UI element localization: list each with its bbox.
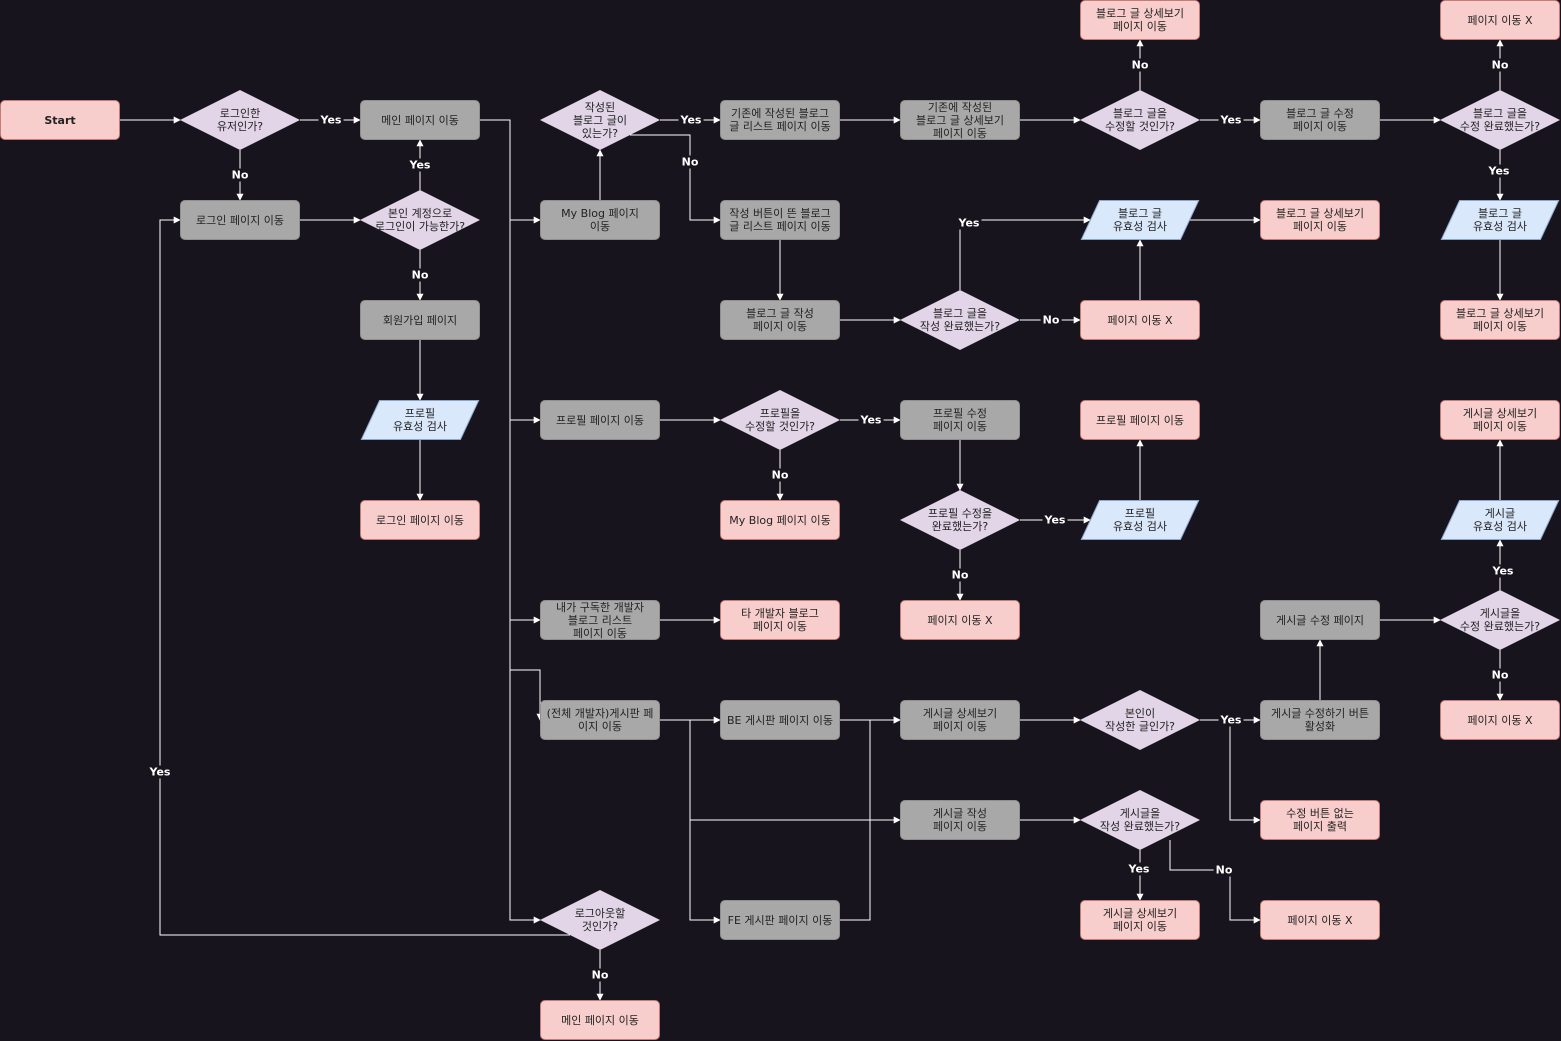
board-detail-written-node: 게시글 상세보기 페이지 이동 (1080, 900, 1200, 940)
decision-has-posts: 작성된 블로그 글이 있는가? (540, 90, 660, 150)
write-page-node: 블로그 글 작성 페이지 이동 (720, 300, 840, 340)
board-write-page-node: 게시글 작성 페이지 이동 (900, 800, 1020, 840)
edge (159, 216, 570, 936)
main-page-end-node: 메인 페이지 이동 (540, 1000, 660, 1040)
edge-label-no: No (589, 968, 611, 982)
io-profile-check-2: 프로필 유효성 검사 (1090, 500, 1190, 540)
login-page-node: 로그인 페이지 이동 (180, 200, 300, 240)
edge (959, 216, 1091, 290)
edge-label-yes: Yes (1218, 113, 1244, 127)
edge-label-yes: Yes (407, 158, 433, 172)
no-move-mid-node: 페이지 이동 X (1080, 300, 1200, 340)
edge-label-no: No (1489, 58, 1511, 72)
profile-page-node: 프로필 페이지 이동 (540, 400, 660, 440)
decision-edit-done: 블로그 글을 수정 완료했는가? (1440, 90, 1560, 150)
decision-will-edit-profile: 프로필을 수정할 것인가? (720, 390, 840, 450)
profile-edit-page-node: 프로필 수정 페이지 이동 (900, 400, 1020, 440)
board-detail-node: 게시글 상세보기 페이지 이동 (900, 700, 1020, 740)
existing-list-node: 기존에 작성된 블로그 글 리스트 페이지 이동 (720, 100, 840, 140)
decision-is-logged-in: 로그인한 유저인가? (180, 90, 300, 150)
edge (509, 670, 541, 924)
existing-detail-node: 기존에 작성된 블로그 글 상세보기 페이지 이동 (900, 100, 1020, 140)
edge (509, 220, 541, 424)
no-edit-btn-node: 수정 버튼 없는 페이지 출력 (1260, 800, 1380, 840)
no-move-board-node: 페이지 이동 X (1440, 700, 1560, 740)
edge-label-yes: Yes (678, 113, 704, 127)
post-detail-right-node: 블로그 글 상세보기 페이지 이동 (1440, 300, 1560, 340)
edge (509, 420, 541, 624)
post-edit-page-node: 블로그 글 수정 페이지 이동 (1260, 100, 1380, 140)
board-detail-end-node: 게시글 상세보기 페이지 이동 (1440, 400, 1560, 440)
decision-is-own-post: 본인이 작성한 글인가? (1080, 690, 1200, 750)
edge-label-yes: Yes (318, 113, 344, 127)
decision-board-write-done: 게시글을 작성 완료했는가? (1080, 790, 1200, 850)
profile-page-end-node: 프로필 페이지 이동 (1080, 400, 1200, 440)
decision-will-edit-post: 블로그 글을 수정할 것인가? (1080, 90, 1200, 150)
edge-label-no: No (1040, 313, 1062, 327)
edge-label-yes: Yes (1218, 713, 1244, 727)
login-page-end-node: 로그인 페이지 이동 (360, 500, 480, 540)
subscribed-list-node: 내가 구독한 개발자 블로그 리스트 페이지 이동 (540, 600, 660, 640)
start-node: Start (0, 100, 120, 140)
no-move-profile-node: 페이지 이동 X (900, 600, 1020, 640)
board-edit-page-node: 게시글 수정 페이지 (1260, 600, 1380, 640)
main-page-node: 메인 페이지 이동 (360, 100, 480, 140)
edge-label-yes: Yes (147, 765, 173, 779)
decision-profile-edit-done: 프로필 수정을 완료했는가? (900, 490, 1020, 550)
post-detail-top-node: 블로그 글 상세보기 페이지 이동 (1080, 0, 1200, 40)
board-page-node: (전체 개발자)게시판 페 이지 이동 (540, 700, 660, 740)
post-detail-mid-node: 블로그 글 상세보기 페이지 이동 (1260, 200, 1380, 240)
edit-btn-active-node: 게시글 수정하기 버튼 활성화 (1260, 700, 1380, 740)
myblog-end-node: My Blog 페이지 이동 (720, 500, 840, 540)
edge (509, 620, 544, 721)
edge-label-yes: Yes (956, 216, 982, 230)
edge-label-no: No (769, 468, 791, 482)
edge-label-yes: Yes (1490, 564, 1516, 578)
edge-label-no: No (949, 568, 971, 582)
io-profile-check-1: 프로필 유효성 검사 (370, 400, 470, 440)
edge (630, 134, 721, 224)
write-btn-list-node: 작성 버튼이 뜬 블로그 글 리스트 페이지 이동 (720, 200, 840, 240)
io-board-check: 게시글 유효성 검사 (1450, 500, 1550, 540)
io-post-check-right: 블로그 글 유효성 검사 (1450, 200, 1550, 240)
edge-label-no: No (1129, 58, 1151, 72)
decision-can-login-own: 본인 계정으로 로그인이 가능한가? (360, 190, 480, 250)
edge (840, 716, 901, 921)
edge (1229, 720, 1261, 824)
no-move-board-write-node: 페이지 이동 X (1260, 900, 1380, 940)
signup-page-node: 회원가입 페이지 (360, 300, 480, 340)
edge (689, 820, 721, 924)
edge-label-yes: Yes (858, 413, 884, 427)
no-move-top-node: 페이지 이동 X (1440, 0, 1560, 40)
edge-label-yes: Yes (1042, 513, 1068, 527)
edge-label-no: No (1213, 863, 1235, 877)
decision-write-done: 블로그 글을 작성 완료했는가? (900, 290, 1020, 350)
edge-label-no: No (679, 155, 701, 169)
decision-will-logout: 로그아웃할 것인가? (540, 890, 660, 950)
edge-label-no: No (409, 268, 431, 282)
fe-board-node: FE 게시판 페이지 이동 (720, 900, 840, 940)
edge-label-no: No (229, 168, 251, 182)
edge-label-yes: Yes (1486, 164, 1512, 178)
decision-board-edit-done: 게시글을 수정 완료했는가? (1440, 590, 1560, 650)
edge-label-yes: Yes (1126, 862, 1152, 876)
edge-label-no: No (1489, 668, 1511, 682)
myblog-page-node: My Blog 페이지 이동 (540, 200, 660, 240)
edge (480, 119, 541, 224)
be-board-node: BE 게시판 페이지 이동 (720, 700, 840, 740)
other-dev-blog-node: 타 개발자 블로그 페이지 이동 (720, 600, 840, 640)
io-post-check-mid: 블로그 글 유효성 검사 (1090, 200, 1190, 240)
